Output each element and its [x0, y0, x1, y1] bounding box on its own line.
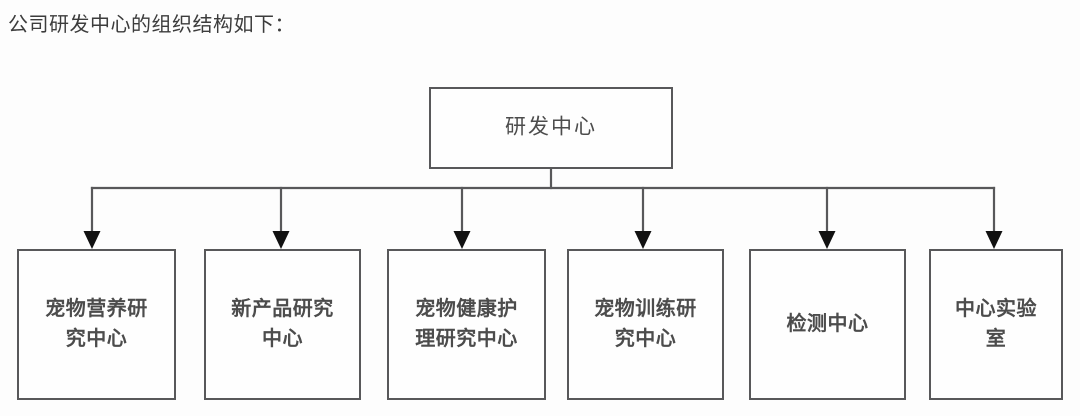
- page-title: 公司研发中心的组织结构如下：: [8, 12, 295, 36]
- arrow-head-icon-pet-nutrition-research-center: [83, 231, 101, 249]
- node-layer: 研发中心宠物营养研究中心新产品研究中心宠物健康护理研究中心宠物训练研究中心检测中…: [17, 87, 1063, 400]
- node-box: [429, 87, 673, 169]
- node-label-line: 理研究中心: [415, 326, 518, 350]
- node-box: [387, 249, 546, 400]
- arrow-head-icon-pet-health-care-research-center: [453, 231, 471, 249]
- node-box: [567, 249, 724, 400]
- node-label-line: 检测中心: [787, 311, 869, 335]
- node-label-line: 究中心: [66, 326, 128, 350]
- arrow-head-icon-testing-center: [818, 231, 836, 249]
- node-label-line: 究中心: [615, 326, 677, 350]
- arrow-head-icon-new-product-research-center: [272, 231, 290, 249]
- node-label-line: 研发中心: [505, 115, 597, 139]
- node-label-line: 室: [986, 326, 1007, 350]
- node-box: [929, 249, 1063, 400]
- node-label-line: 宠物营养研: [45, 296, 148, 320]
- node-box: [204, 249, 361, 400]
- child-node-testing-center[interactable]: 检测中心: [749, 249, 906, 400]
- node-label-line: 中心: [262, 326, 303, 350]
- node-label-line: 宠物训练研: [594, 296, 697, 320]
- root-node-rnd-center[interactable]: 研发中心: [429, 87, 673, 169]
- node-label-line: 中心实验: [955, 296, 1037, 320]
- node-box: [749, 249, 906, 400]
- connector-layer: [83, 166, 1003, 249]
- node-box: [17, 249, 176, 400]
- arrow-head-icon-pet-training-research-center: [634, 231, 652, 249]
- node-label-line: 新产品研究: [231, 296, 334, 320]
- arrow-head-icon-central-laboratory: [985, 231, 1003, 249]
- node-label-line: 宠物健康护: [415, 296, 518, 320]
